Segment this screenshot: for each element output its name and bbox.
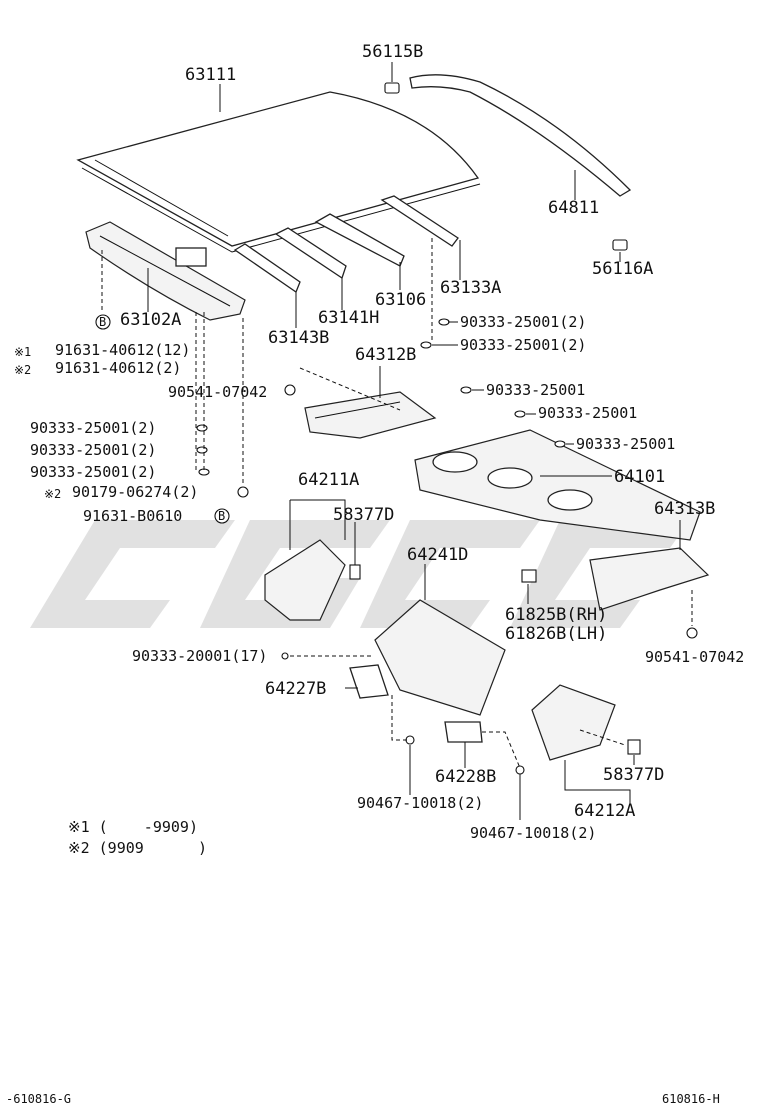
label-90467-b: 90467-10018(2) [470,824,596,842]
legend-line-2: ※2 (9909 ) [68,839,207,857]
clip-56116a [612,239,628,251]
label-90333-25001-2c: 90333-25001(2) [30,419,156,437]
label-64211a: 64211A [298,470,359,490]
label-90333-25001-2e: 90333-25001(2) [30,463,156,481]
b-mark-circle-top [95,314,111,330]
label-64811: 64811 [548,198,599,218]
package-tray-bracket [304,391,437,439]
side-bracket-64313b [589,547,710,611]
label-90541-07042b: 90541-07042 [645,648,744,666]
label-90333-25001-r1: 90333-25001 [486,381,585,399]
footer-left-code: -610816-G [6,1092,71,1106]
label-90333-25001-2b: 90333-25001(2) [460,336,586,354]
watermark-logo [30,520,690,628]
label-64228b: 64228B [435,767,496,787]
label-90179-06274: 90179-06274(2) [72,483,198,501]
panel-64212a [531,684,616,761]
label-91631-b0610: 91631-B0610 [83,507,182,525]
label-64313b: 64313B [654,499,715,519]
label-63102a: 63102A [120,310,181,330]
star2-mark: ※2 [14,363,31,377]
label-58377d-b: 58377D [603,765,664,785]
bracket-64228b [444,721,483,743]
footer-right-code: 610816-H [662,1092,720,1106]
label-90333-25001-r3: 90333-25001 [576,435,675,453]
label-91631-40612-12: 91631-40612(12) [55,341,190,359]
label-90467-a: 90467-10018(2) [357,794,483,812]
label-63111: 63111 [185,65,236,85]
front-header [85,221,246,321]
label-90333-20001: 90333-20001(17) [132,647,267,665]
clip-58377d-a [349,564,361,580]
leader-lines [147,62,681,820]
label-90333-25001-r2: 90333-25001 [538,404,637,422]
panel-64211a [264,539,346,621]
label-56115b: 56115B [362,42,423,62]
label-90333-25001-2d: 90333-25001(2) [30,441,156,459]
legend-line-1: ※1 ( -9909) [68,818,198,836]
b-mark-top: B [99,315,106,329]
b-mark-circle-bottom [214,508,230,524]
plate-61825b [521,569,537,583]
label-90333-25001-2a: 90333-25001(2) [460,313,586,331]
label-64241d: 64241D [407,545,468,565]
dashed-lines [101,238,693,769]
label-64212a: 64212A [574,801,635,821]
star1-mark: ※1 [14,345,31,359]
b-mark-bottom: B [218,509,225,523]
fasteners [196,318,698,775]
label-63106: 63106 [375,290,426,310]
panel-64241d [374,599,506,716]
package-tray-panel [414,429,701,541]
roof-panel [76,91,481,253]
clip-58377d-b [627,739,641,755]
label-64227b: 64227B [265,679,326,699]
label-64312b: 64312B [355,345,416,365]
label-91631-40612-2: 91631-40612(2) [55,359,181,377]
clip-56115b [384,82,400,94]
label-90541-07042a: 90541-07042 [168,383,267,401]
label-61826b: 61826B(LH) [505,624,607,644]
bracket-64227b [349,664,389,699]
label-64101: 64101 [614,467,665,487]
label-61825b: 61825B(RH) [505,605,607,625]
label-63141h: 63141H [318,308,379,328]
roof-side-rail [409,74,632,197]
label-63143b: 63143B [268,328,329,348]
label-58377d-a: 58377D [333,505,394,525]
label-56116a: 56116A [592,259,653,279]
star2-mark-b: ※2 [44,487,61,501]
roof-bows [233,195,459,293]
label-63133a: 63133A [440,278,501,298]
